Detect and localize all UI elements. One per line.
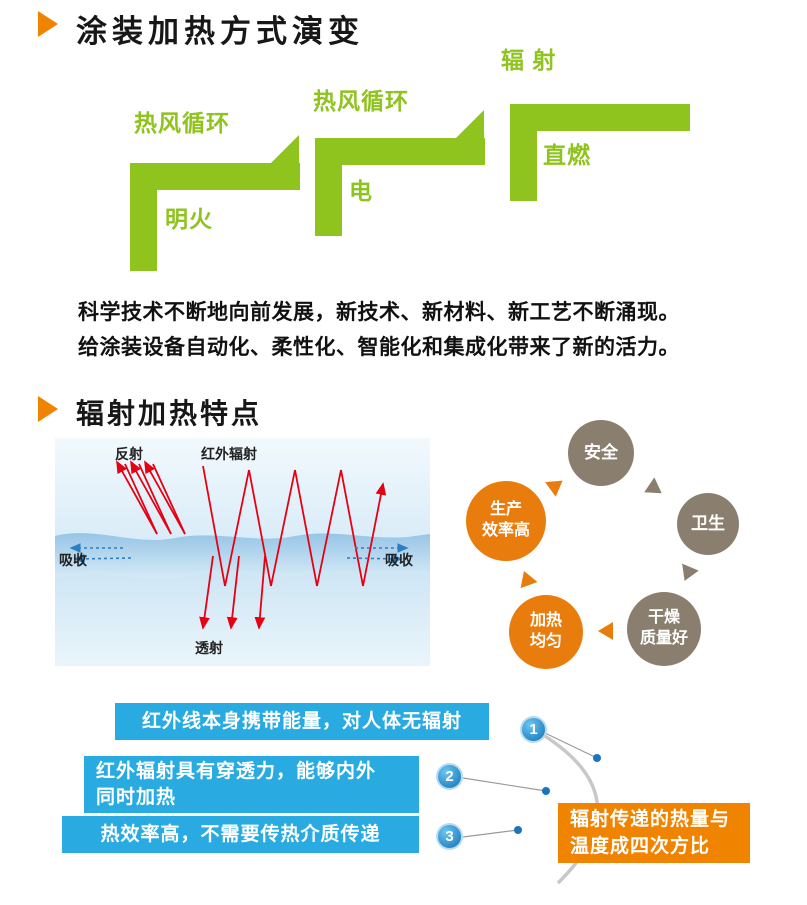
connector-dot-1: [593, 754, 601, 762]
cycle-circle-efficiency: 生产 效率高: [466, 481, 546, 561]
point2-number: 2: [445, 768, 454, 785]
step3-horizontal-bar: [510, 104, 690, 131]
evolution-description: 科学技术不断地向前发展，新技术、新材料、新工艺不断涌现。 给涂装设备自动化、柔性…: [78, 295, 680, 365]
cycle-arrow-efficiency-to-safety-icon: [545, 473, 568, 497]
step2-horizontal-bar: [315, 138, 485, 165]
cycle-heating-label-line2: 均匀: [529, 633, 562, 650]
cycle-efficiency-label-line2: 效率高: [481, 522, 530, 539]
cycle-safety-label: 安全: [584, 442, 618, 462]
leader-line-3: [462, 829, 519, 838]
step1-horizontal-bar: [130, 163, 300, 190]
step2-method-label: 电: [349, 178, 373, 204]
cycle-hygiene-label: 卫生: [691, 513, 725, 533]
cycle-dry-label-line1: 干燥: [647, 609, 680, 627]
cycle-circle-safety: 安全: [568, 420, 634, 486]
point2-text-line1: 红外辐射具有穿透力，能够内外: [96, 760, 377, 782]
triangle-bullet-icon: [38, 11, 58, 37]
step2-ramp-icon: [456, 110, 484, 138]
radiation-section-title: 辐射加热特点: [76, 398, 263, 429]
point3-text: 热效率高，不需要传热介质传递: [100, 823, 381, 845]
step1-vertical-bar: [130, 163, 157, 271]
radiation-law-line1: 辐射传递的热量与: [570, 809, 731, 830]
point2-text-line2: 同时加热: [96, 786, 177, 808]
step3-stage-label: 辐 射: [501, 47, 557, 73]
point1-box: 红外线本身携带能量，对人体无辐射: [115, 703, 489, 740]
point3-number-badge: 3: [436, 823, 463, 850]
infrared-diagram-graphic: [55, 438, 430, 666]
cycle-arrow-hygiene-to-dry-icon: [676, 563, 699, 585]
connector-dot-2: [542, 787, 550, 795]
evolution-section-bullet-icon: [38, 11, 58, 37]
absorb-left-label: 吸收: [59, 552, 87, 568]
point1-number: 1: [529, 721, 538, 738]
leader-line-1: [544, 732, 598, 759]
step1-ramp-icon: [271, 135, 299, 163]
transmit-label: 透射: [195, 640, 223, 656]
material-surface-wave: [55, 533, 430, 579]
cycle-circle-dry-quality: 干燥 质量好: [627, 592, 701, 666]
radiation-law-line2: 温度成四次方比: [570, 836, 711, 857]
radiation-law-box: 辐射传递的热量与 温度成四次方比: [558, 803, 750, 863]
step3-method-label: 直燃: [543, 142, 591, 168]
evolution-description-line1: 科学技术不断地向前发展，新技术、新材料、新工艺不断涌现。: [78, 301, 680, 324]
point3-number: 3: [445, 828, 454, 845]
cycle-arrow-safety-to-hygiene-icon: [644, 477, 667, 501]
infrared-label: 红外辐射: [201, 446, 257, 462]
cycle-efficiency-label-line1: 生产: [489, 501, 522, 519]
cycle-dry-label-line2: 质量好: [639, 630, 688, 647]
absorb-right-label: 吸收: [385, 552, 413, 568]
leader-line-2: [462, 777, 547, 792]
evolution-section-title: 涂装加热方式演变: [76, 14, 364, 49]
point1-number-badge: 1: [520, 716, 547, 743]
step3-vertical-bar: [510, 104, 537, 201]
cycle-arrow-dry-to-heating-icon: [598, 622, 613, 640]
step1-method-label: 明火: [165, 206, 213, 232]
cycle-arrow-heating-to-efficiency-icon: [515, 567, 538, 589]
point3-box: 热效率高，不需要传热介质传递: [62, 816, 419, 853]
red-ray-arrows: [116, 460, 387, 630]
triangle-bullet-icon: [38, 396, 58, 422]
step1-stage-label: 热风循环: [134, 110, 230, 136]
connector-dot-3: [514, 826, 522, 834]
evolution-description-line2: 给涂装设备自动化、柔性化、智能化和集成化带来了新的活力。: [78, 336, 680, 359]
radiation-section-bullet-icon: [38, 396, 58, 422]
point2-box: 红外辐射具有穿透力，能够内外 同时加热: [84, 756, 419, 813]
step2-stage-label: 热风循环: [313, 88, 409, 114]
infrared-diagram: 反射 红外辐射 吸收 吸收 透射: [55, 438, 430, 666]
point2-number-badge: 2: [436, 763, 463, 790]
cycle-circle-hygiene: 卫生: [677, 493, 739, 555]
cycle-heating-label-line1: 加热: [529, 612, 562, 630]
cycle-circle-uniform-heating: 加热 均匀: [509, 595, 583, 669]
absorption-arrows: [69, 543, 409, 564]
reflect-label: 反射: [115, 446, 143, 462]
point1-text: 红外线本身携带能量，对人体无辐射: [141, 710, 462, 732]
step2-vertical-bar: [315, 138, 342, 236]
